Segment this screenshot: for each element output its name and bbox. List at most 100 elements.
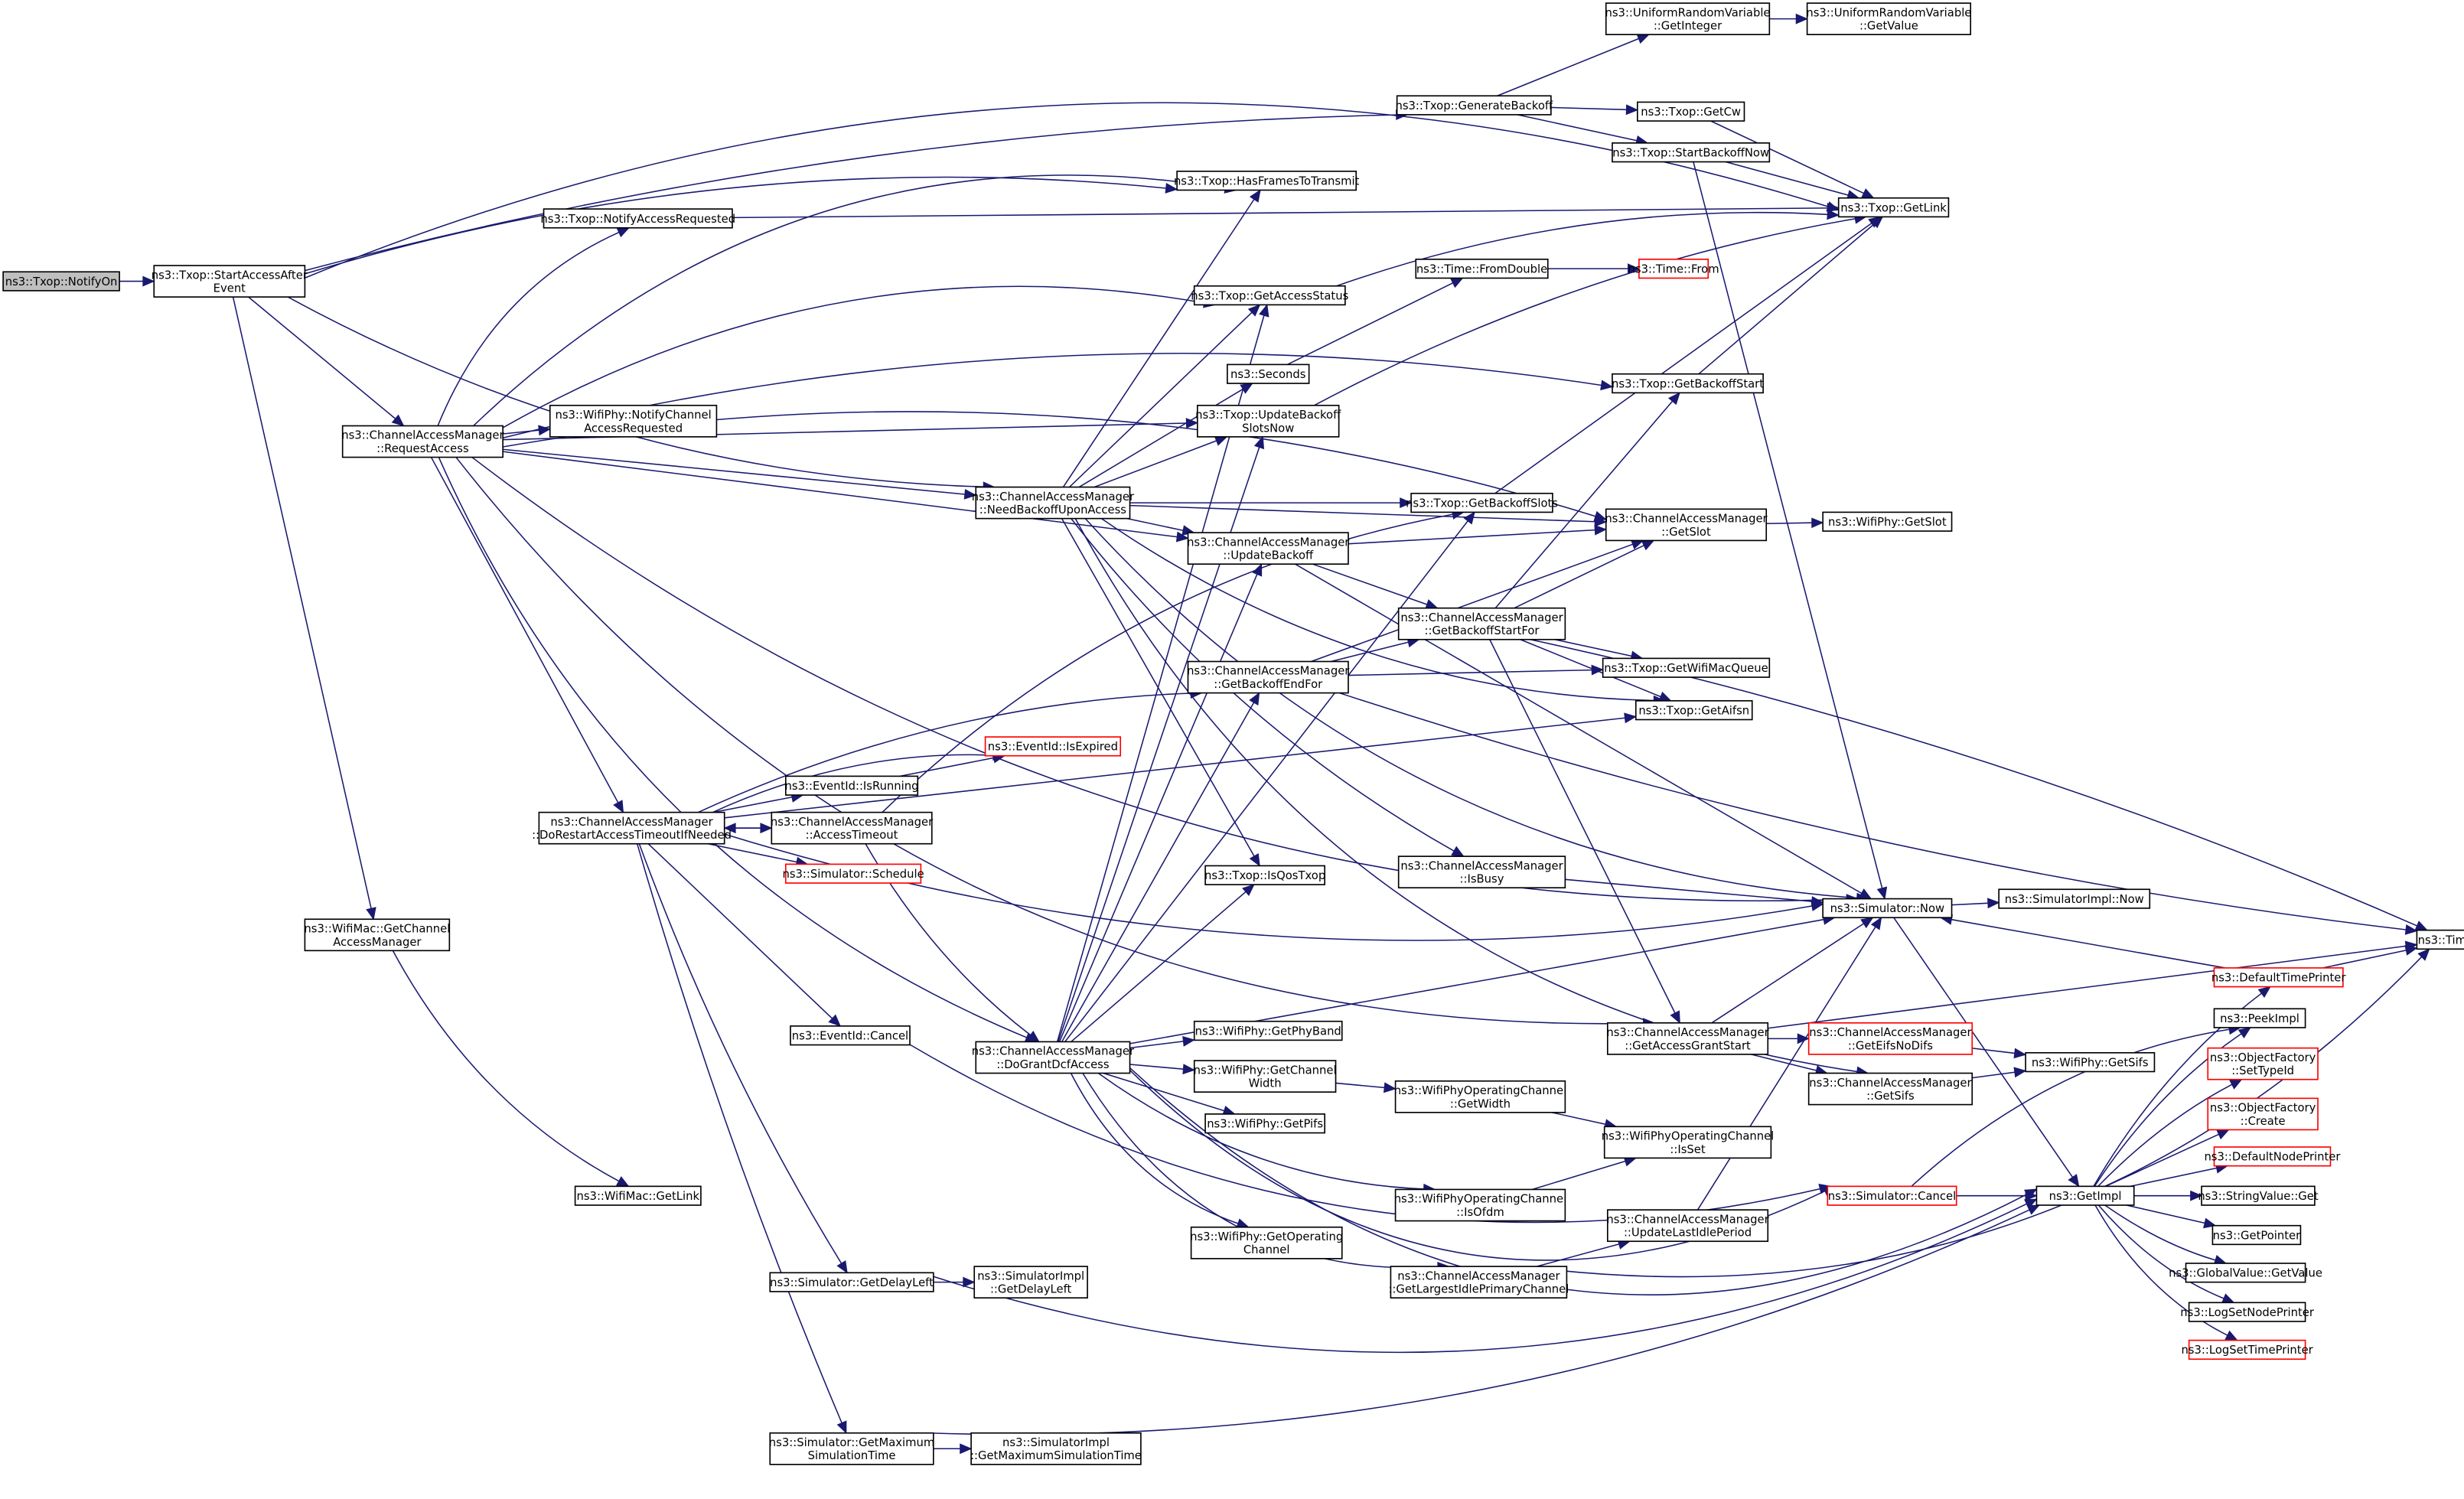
node-implgetdelayleft[interactable]: ns3::SimulatorImpl::GetDelayLeft <box>973 1266 1088 1299</box>
node-isexpired[interactable]: ns3::EventId::IsExpired <box>984 736 1122 757</box>
node-defaultnodeprinter[interactable]: ns3::DefaultNodePrinter <box>2204 1146 2341 1167</box>
edge-line <box>732 207 1828 219</box>
node-getbackoffstartfor[interactable]: ns3::ChannelAccessManager::GetBackoffSta… <box>1397 607 1566 640</box>
node-globalvaluegetvalue[interactable]: ns3::GlobalValue::GetValue <box>2169 1263 2322 1283</box>
edge-startaccessafter-to-requestaccess <box>248 296 405 427</box>
node-notifychannelaccessrequested[interactable]: ns3::WifiPhy::NotifyChannelAccessRequest… <box>549 404 718 438</box>
node-schedule[interactable]: ns3::Simulator::Schedule <box>782 863 924 884</box>
node-peekimpl[interactable]: ns3::PeekImpl <box>2213 1008 2306 1028</box>
node-simcancel[interactable]: ns3::Simulator::Cancel <box>1827 1185 1957 1206</box>
node-label: ns3::SimulatorImpl::Now <box>2005 893 2144 906</box>
node-phygetsifs[interactable]: ns3::WifiPhy::GetSifs <box>2025 1051 2156 1073</box>
node-urvgetvalue[interactable]: ns3::UniformRandomVariable::GetValue <box>1806 2 1971 35</box>
edge-line <box>1071 518 1455 852</box>
edge-line <box>1295 563 1863 895</box>
node-hasframes[interactable]: ns3::Txop::HasFramesToTransmit <box>1174 171 1360 191</box>
node-timefrom[interactable]: ns3::Time::From <box>1628 258 1719 279</box>
node-isrunning[interactable]: ns3::EventId::IsRunning <box>785 775 919 796</box>
node-eventcancel[interactable]: ns3::EventId::Cancel <box>790 1025 911 1046</box>
node-box <box>1827 1185 1957 1206</box>
edge-dograntdcf-to-getbackoffendfor <box>1061 692 1260 1042</box>
arrowhead-icon <box>2025 1190 2038 1201</box>
edge-line <box>2094 1204 2228 1336</box>
node-startbackoffnow[interactable]: ns3::Txop::StartBackoffNow <box>1612 142 1771 163</box>
node-ofcreate[interactable]: ns3::ObjectFactory::Create <box>2207 1097 2319 1131</box>
node-getbackoffslots[interactable]: ns3::Txop::GetBackoffSlots <box>1406 492 1558 513</box>
node-phygetslot[interactable]: ns3::WifiPhy::GetSlot <box>1822 511 1953 532</box>
node-label: ::NeedBackoffUponAccess <box>979 503 1126 517</box>
node-needbackoff[interactable]: ns3::ChannelAccessManager::NeedBackoffUp… <box>972 486 1135 520</box>
node-getcw[interactable]: ns3::Txop::GetCw <box>1636 101 1745 122</box>
node-getbackoffendfor[interactable]: ns3::ChannelAccessManager::GetBackoffEnd… <box>1187 660 1350 694</box>
node-label: ns3::UniformRandomVariable <box>1605 6 1771 19</box>
node-getlargestidle[interactable]: ns3::ChannelAccessManager::GetLargestIdl… <box>1388 1266 1569 1299</box>
node-opgetwidth[interactable]: ns3::WifiPhyOperatingChannel::GetWidth <box>1394 1080 1567 1113</box>
node-implgetmaxsimtime[interactable]: ns3::SimulatorImpl::GetMaximumSimulation… <box>970 1432 1142 1465</box>
node-logsettimeprinter[interactable]: ns3::LogSetTimePrinter <box>2181 1339 2314 1361</box>
node-getaccessgrantstart[interactable]: ns3::ChannelAccessManager::GetAccessGran… <box>1606 1022 1770 1055</box>
node-requestaccess[interactable]: ns3::ChannelAccessManager::RequestAccess <box>341 425 504 458</box>
arrowhead-icon <box>1641 539 1655 551</box>
node-label: ns3::Simulator::Schedule <box>782 868 924 881</box>
node-getpointer[interactable]: ns3::GetPointer <box>2211 1224 2302 1246</box>
node-getbackoffstart[interactable]: ns3::Txop::GetBackoffStart <box>1612 373 1764 394</box>
node-box <box>975 1041 1131 1074</box>
node-accesstimeout[interactable]: ns3::ChannelAccessManager::AccessTimeout <box>771 811 934 845</box>
node-getpifs[interactable]: ns3::WifiPhy::GetPifs <box>1204 1113 1325 1134</box>
node-box <box>1196 404 1340 438</box>
node-dorestart[interactable]: ns3::ChannelAccessManager::DoRestartAcce… <box>532 811 732 845</box>
edge-needbackoff-to-camgetsifs <box>1074 518 1869 1077</box>
node-fromdouble[interactable]: ns3::Time::FromDouble <box>1415 258 1549 279</box>
node-wifimacgetlink[interactable]: ns3::WifiMac::GetLink <box>574 1185 702 1206</box>
node-implnow[interactable]: ns3::SimulatorImpl::Now <box>1998 888 2151 909</box>
node-ofsettypeid[interactable]: ns3::ObjectFactory::SetTypeId <box>2207 1047 2319 1080</box>
node-urvgetinteger[interactable]: ns3::UniformRandomVariable::GetInteger <box>1605 2 1771 35</box>
edge-getbackoffstart-to-txopgetlink <box>1698 216 1884 375</box>
node-notifyaccessrequested[interactable]: ns3::Txop::NotifyAccessRequested <box>540 208 735 229</box>
node-camgetsifs[interactable]: ns3::ChannelAccessManager::GetSifs <box>1807 1072 1973 1106</box>
node-getmaxsimtime[interactable]: ns3::Simulator::GetMaximumSimulationTime <box>769 1432 934 1465</box>
node-opisset[interactable]: ns3::WifiPhyOperatingChannel::IsSet <box>1602 1126 1775 1159</box>
node-defaulttimeprinter[interactable]: ns3::DefaultTimePrinter <box>2211 967 2347 988</box>
node-getaccessstatus[interactable]: ns3::Txop::GetAccessStatus <box>1191 285 1348 306</box>
node-getphyband[interactable]: ns3::WifiPhy::GetPhyBand <box>1193 1020 1343 1041</box>
node-camgetslot[interactable]: ns3::ChannelAccessManager::GetSlot <box>1605 508 1768 542</box>
node-generatebackoff[interactable]: ns3::Txop::GenerateBackoff <box>1395 95 1553 116</box>
node-box <box>1204 1113 1325 1134</box>
node-geteifsnodifs[interactable]: ns3::ChannelAccessManager::GetEifsNoDifs <box>1807 1022 1973 1055</box>
arrowhead-icon <box>1860 917 1874 929</box>
node-getimpl[interactable]: ns3::GetImpl <box>2035 1185 2135 1206</box>
node-seconds[interactable]: ns3::Seconds <box>1227 363 1310 384</box>
node-box <box>1605 508 1768 542</box>
node-getaifsn[interactable]: ns3::Txop::GetAifsn <box>1635 700 1753 721</box>
node-isbusy[interactable]: ns3::ChannelAccessManager::IsBusy <box>1397 855 1566 889</box>
node-dograntdcf[interactable]: ns3::ChannelAccessManager::DoGrantDcfAcc… <box>972 1041 1135 1074</box>
node-timeas[interactable]: ns3::Time::As <box>2416 929 2464 950</box>
node-box <box>543 208 733 229</box>
node-updatebackoff[interactable]: ns3::ChannelAccessManager::UpdateBackoff <box>1187 532 1350 565</box>
node-txopgetlink[interactable]: ns3::Txop::GetLink <box>1837 197 1950 218</box>
node-stringvalueget[interactable]: ns3::StringValue::Get <box>2198 1185 2319 1206</box>
node-simnow[interactable]: ns3::Simulator::Now <box>1822 898 1953 919</box>
arrowhead-icon <box>1811 517 1824 529</box>
node-box <box>1397 855 1566 889</box>
edge-dograntdcf-to-getchannelwidth <box>1129 1064 1196 1075</box>
node-isqostxop[interactable]: ns3::Txop::IsQosTxop <box>1204 865 1325 885</box>
node-getdelayleft[interactable]: ns3::Simulator::GetDelayLeft <box>769 1272 934 1292</box>
node-label: ns3::StringValue::Get <box>2198 1190 2318 1203</box>
arrowhead-icon <box>1450 277 1464 288</box>
node-updatelastidle[interactable]: ns3::ChannelAccessManager::UpdateLastIdl… <box>1606 1209 1770 1243</box>
node-getwifimacqueue[interactable]: ns3::Txop::GetWifiMacQueue <box>1602 657 1771 678</box>
node-logsetnodeprinter[interactable]: ns3::LogSetNodePrinter <box>2180 1302 2315 1322</box>
node-label: ::GetBackoffEndFor <box>1214 678 1323 691</box>
node-opisofdm[interactable]: ns3::WifiPhyOperatingChannel::IsOfdm <box>1394 1188 1567 1222</box>
node-box <box>341 425 504 458</box>
edge-line <box>1286 282 1453 366</box>
node-box <box>1396 95 1552 116</box>
